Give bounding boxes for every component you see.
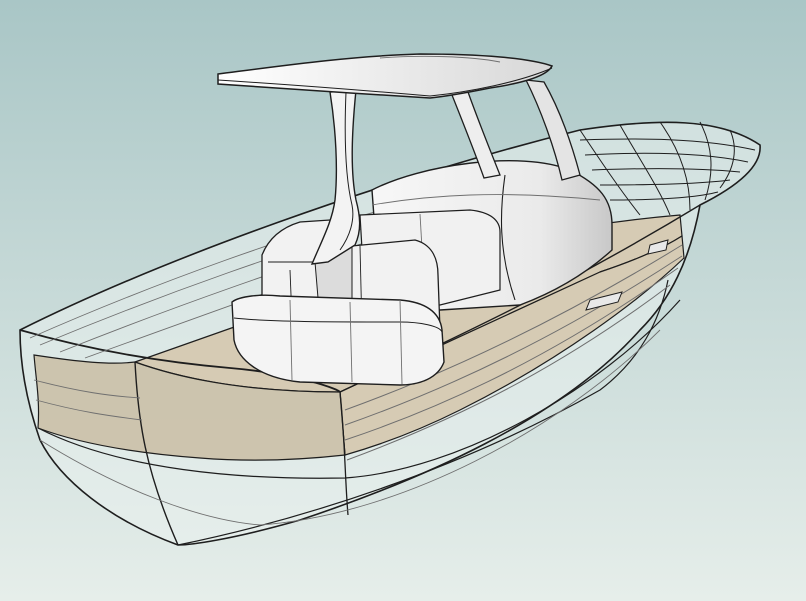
- gunwale-line: [19, 329, 341, 393]
- t-top-canopy-crown: [379, 55, 501, 63]
- t-top-aft-pillar: [310, 89, 361, 265]
- aft-seat-divider-b: [349, 301, 353, 383]
- center-console: [231, 160, 613, 386]
- transom-corner-line: [134, 361, 179, 546]
- aft-seat-divider-a: [289, 299, 293, 381]
- t-top-canopy: [217, 53, 554, 99]
- keel-line: [177, 279, 669, 546]
- t-top-strut-right: [524, 79, 581, 181]
- transom-wall: [33, 354, 346, 461]
- aft-cooler-seat: [231, 294, 445, 386]
- console-windscreen-line: [500, 174, 516, 301]
- bow-frame: [579, 121, 756, 216]
- deck-hatches: [585, 239, 669, 311]
- chine-line: [37, 299, 681, 479]
- t-top-aft-pillar-shade: [339, 91, 354, 251]
- hull-side-vertical: [339, 391, 349, 516]
- aft-seat-front-face: [233, 317, 443, 333]
- t-top: [217, 53, 581, 265]
- spray-rail: [39, 329, 661, 526]
- aft-seat-divider-c: [399, 299, 403, 385]
- console-top-line: [371, 194, 601, 206]
- hull-strakes: [344, 244, 683, 461]
- t-top-strut-left: [448, 89, 501, 179]
- t-top-canopy-edge: [217, 67, 553, 97]
